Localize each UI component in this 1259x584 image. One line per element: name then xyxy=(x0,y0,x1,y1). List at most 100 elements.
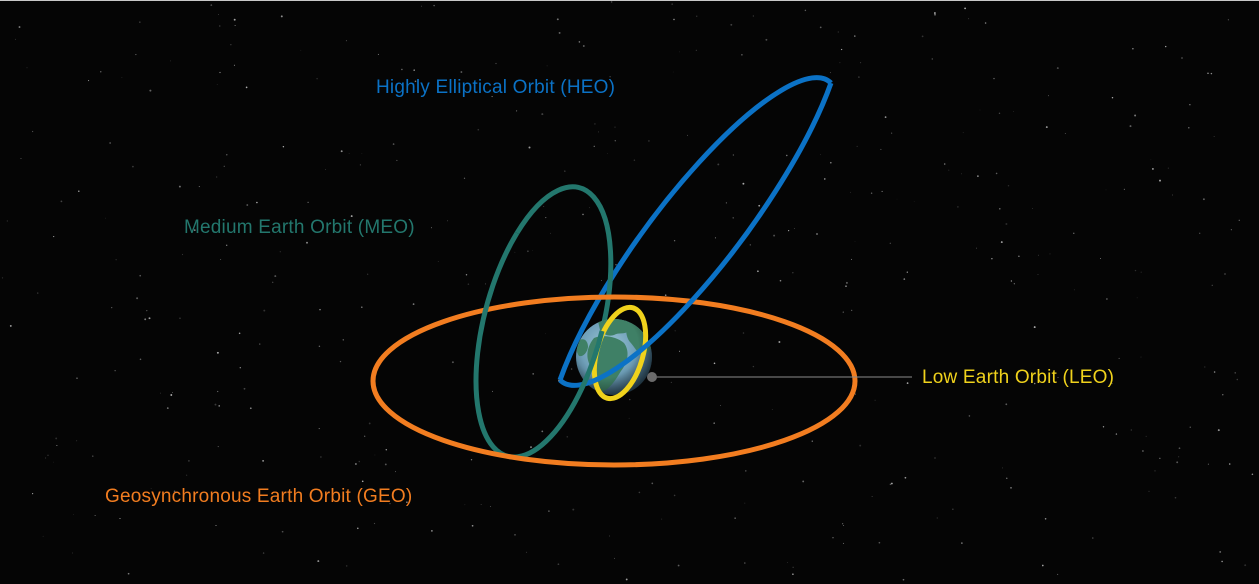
star xyxy=(778,341,781,343)
star xyxy=(952,508,954,510)
star xyxy=(1159,457,1161,459)
star xyxy=(150,488,152,489)
star xyxy=(465,274,468,276)
star xyxy=(572,508,575,511)
star xyxy=(614,140,616,142)
star xyxy=(672,71,674,73)
star xyxy=(1001,467,1003,469)
star xyxy=(1207,463,1209,465)
star xyxy=(889,483,892,486)
star xyxy=(589,207,590,209)
star xyxy=(787,562,789,563)
star xyxy=(318,345,321,348)
star xyxy=(1012,111,1014,112)
star xyxy=(921,35,924,38)
star xyxy=(891,132,893,134)
star xyxy=(20,157,22,160)
star xyxy=(984,22,987,24)
star xyxy=(993,77,995,80)
star xyxy=(1222,394,1224,396)
star xyxy=(749,244,751,246)
star xyxy=(677,564,680,567)
star xyxy=(477,128,480,131)
star xyxy=(1045,126,1048,129)
star xyxy=(608,535,610,537)
star xyxy=(730,23,733,26)
star xyxy=(859,444,862,447)
star xyxy=(607,153,608,154)
star xyxy=(773,234,776,237)
star xyxy=(1165,45,1167,48)
star xyxy=(31,130,34,133)
star xyxy=(146,310,148,312)
star xyxy=(860,62,862,64)
star xyxy=(788,230,790,232)
star xyxy=(359,164,361,166)
star xyxy=(76,377,78,379)
star xyxy=(594,123,596,125)
star xyxy=(527,250,529,253)
geo-label: Geosynchronous Earth Orbit (GEO) xyxy=(105,486,413,507)
star xyxy=(792,272,794,274)
star xyxy=(340,150,343,153)
star xyxy=(136,297,139,300)
star xyxy=(1005,403,1008,406)
star xyxy=(870,192,873,194)
star xyxy=(60,200,63,203)
star xyxy=(249,407,252,410)
star xyxy=(1178,456,1180,458)
star xyxy=(779,279,782,282)
star xyxy=(316,77,318,80)
star xyxy=(633,159,636,161)
star xyxy=(360,306,363,309)
star xyxy=(933,12,936,14)
star xyxy=(492,390,493,392)
star xyxy=(566,436,569,438)
star xyxy=(913,201,915,202)
star xyxy=(78,190,80,192)
star xyxy=(532,250,533,251)
star xyxy=(307,201,309,204)
star xyxy=(148,317,151,320)
star xyxy=(1106,298,1108,300)
star xyxy=(541,113,544,116)
star xyxy=(100,71,102,73)
star xyxy=(470,459,473,461)
star xyxy=(226,154,228,156)
star xyxy=(181,253,184,256)
star xyxy=(613,557,615,559)
star xyxy=(1181,57,1183,59)
meo-orbit-back xyxy=(514,184,614,332)
star xyxy=(385,448,388,451)
star xyxy=(936,517,938,519)
star xyxy=(1044,518,1047,520)
star xyxy=(880,148,882,150)
star xyxy=(437,260,439,263)
star xyxy=(948,169,950,171)
star xyxy=(851,309,853,311)
star xyxy=(1100,257,1101,259)
star xyxy=(246,204,249,206)
star xyxy=(541,430,544,433)
star xyxy=(491,96,493,98)
star xyxy=(1172,194,1173,196)
star xyxy=(262,459,265,462)
star xyxy=(752,365,755,368)
star xyxy=(713,362,716,365)
star xyxy=(1064,132,1066,134)
star xyxy=(545,333,546,335)
star xyxy=(743,562,746,564)
star xyxy=(664,294,667,296)
star xyxy=(1105,189,1107,191)
star xyxy=(896,198,898,200)
star xyxy=(725,202,728,204)
star xyxy=(76,440,78,442)
star xyxy=(881,190,883,192)
star xyxy=(610,1,613,3)
star xyxy=(1230,229,1232,231)
star xyxy=(55,437,58,440)
star xyxy=(88,80,90,82)
star xyxy=(548,510,550,512)
star xyxy=(995,172,998,175)
